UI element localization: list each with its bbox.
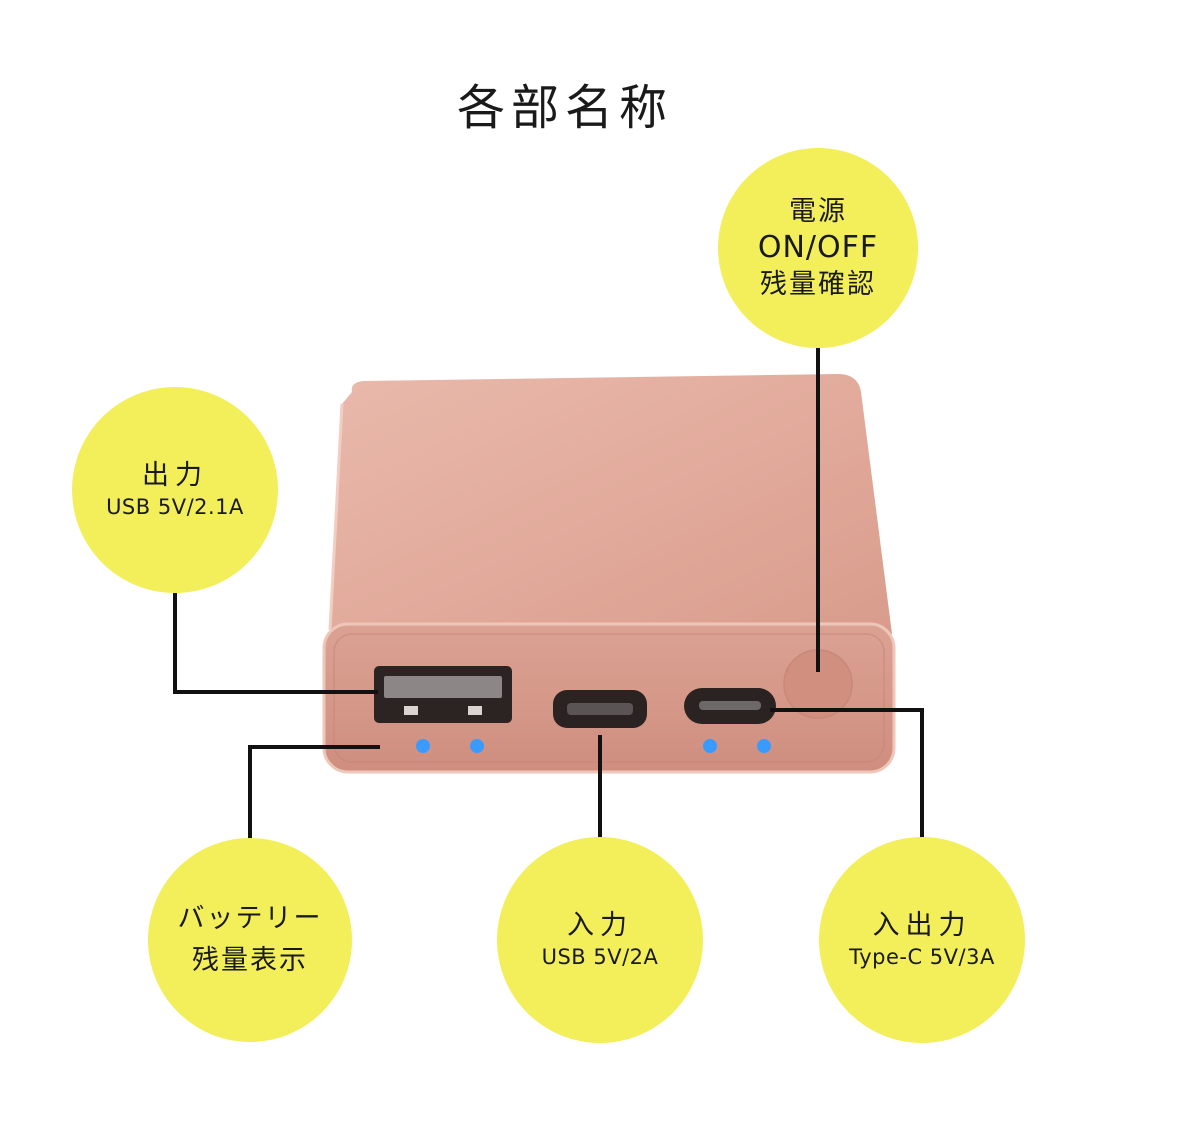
callout-power-line-2: ON/OFF (757, 230, 879, 266)
micro-usb-port (553, 690, 647, 728)
callout-battery-indicator: バッテリー 残量表示 (148, 838, 352, 1042)
callout-power-line-3: 残量確認 (760, 268, 876, 300)
callout-power-line-1: 電源 (789, 196, 847, 228)
callout-output-spec: USB 5V/2.1A (106, 494, 244, 519)
battery-led-4 (757, 739, 771, 753)
callout-battery-line-2: 残量表示 (192, 945, 308, 976)
callout-usb-input: 入力 USB 5V/2A (497, 837, 703, 1043)
usb-c-port (684, 688, 776, 724)
callout-input-title: 入力 (567, 909, 633, 941)
power-bank-top-face (330, 374, 892, 634)
leader-line-battery (248, 745, 380, 840)
power-bank-front-bevel (333, 633, 885, 763)
leader-line-io (770, 708, 924, 839)
callout-power-button: 電源 ON/OFF 残量確認 (718, 148, 918, 348)
callout-usb-output: 出力 USB 5V/2.1A (72, 387, 278, 593)
leader-line-output (173, 593, 378, 694)
callout-battery-line-1: バッテリー (177, 903, 323, 935)
callout-input-spec: USB 5V/2A (541, 944, 659, 969)
power-bank-top-edge-highlight (328, 403, 344, 631)
callout-io-title: 入出力 (872, 909, 972, 941)
usb-a-port (374, 666, 512, 723)
callout-output-title: 出力 (142, 459, 208, 491)
power-bank (322, 374, 896, 774)
battery-led-2 (470, 739, 484, 753)
battery-led-1 (416, 739, 430, 753)
page-title: 各部名称 (456, 80, 673, 137)
callout-io-spec: Type-C 5V/3A (849, 944, 995, 969)
leader-lines (173, 348, 924, 840)
callout-type-c-io: 入出力 Type-C 5V/3A (819, 837, 1025, 1043)
battery-led-3 (703, 739, 717, 753)
